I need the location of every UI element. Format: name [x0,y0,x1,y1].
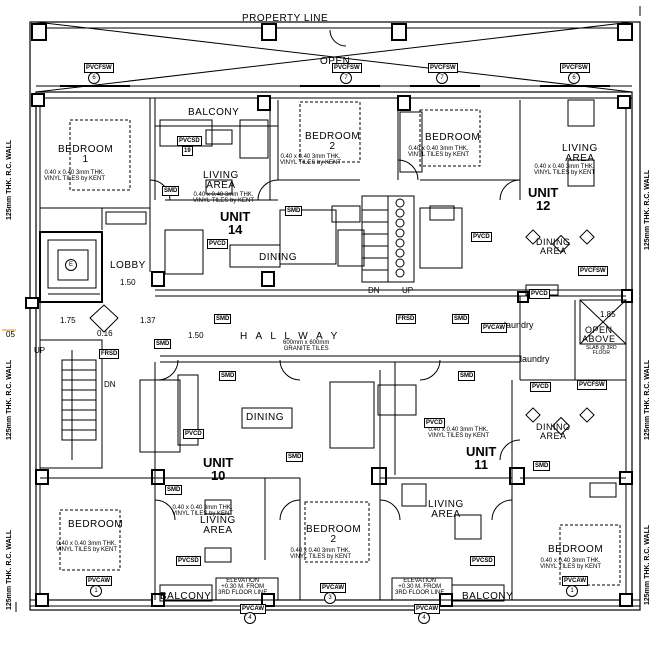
tag-pvcd-17d: PVCD [424,418,445,428]
dim-150-mid: 1.50 [188,331,204,340]
tag-num-4b: 4 [418,612,430,624]
unit-10-label: UNIT 10 [203,455,234,483]
tag-pvcaw-3: PVCAW [320,583,347,593]
tag-pvcd-17a: PVCD [207,239,228,249]
hallway-finish: 600mm x 600mm GRANITE TILES [283,340,330,352]
tag-pvcaw-1a: PVCAW [86,576,113,586]
u12-laundry-label: laundry [504,320,534,330]
balcony-u14-label: BALCONY [188,107,240,118]
u11-bedroom-label: BEDROOM [548,544,604,555]
tag-smd-13c: SMD [219,371,237,381]
u10-living-finish: 0.40 x 0.40 3mm THK. VINYL TILES by KENT [172,505,234,517]
bedroom1-label: BEDROOM 1 [58,144,114,165]
tag-num-4a: 4 [244,612,256,624]
elevation-left-note: ELEVATION +0.30 M. FROM 3RD FLOOR LINE [218,578,268,596]
unit-14-label: UNIT 14 [220,209,251,237]
tag-pvcd-17b: PVCD [471,232,492,242]
hallway-label: H A L L W A Y [240,331,341,342]
u11-bedroom-finish: 0.40 x 0.40 3mm THK. VINYL TILES by KENT [540,558,602,570]
tag-num-1a: 1 [90,585,102,597]
wall-note-left-bottom: 125mm THK. R.C. WALL [6,529,13,610]
elevation-right-note: ELEVATION +0.30 M. FROM 3RD FLOOR LINE [395,578,445,596]
tag-smd-13a: SMD [214,314,232,324]
tag-smd-14f: SMD [533,461,551,471]
tag-pvcd-15b: PVCD [530,382,551,392]
bedroom2-bottom-label: BEDROOM 2 [306,524,362,545]
u14-living-finish: 0.40 x 0.40 3mm THK. VINYL TILES by KENT [193,192,255,204]
tag-pvcfsw-6: PVCFSW [84,63,114,73]
tag-pvcaw-14: PVCAW [481,323,508,333]
stair-up-left: UP [34,346,46,355]
dim-150-left: 1.50 [120,278,136,287]
u10-bedroom-finish: 0.40 x 0.40 3mm THK. VINYL TILES by KENT [56,541,118,553]
dim-185: 1.85 [600,310,616,319]
stair-dn-center: DN [368,286,380,295]
tag-pvcaw-1b: PVCAW [562,576,589,586]
lobby-label: LOBBY [110,260,146,271]
wall-note-left-top: 125mm THK. R.C. WALL [6,139,13,220]
balcony-u11-label: BALCONY [462,591,514,602]
dim-016: 0.16 [97,329,113,338]
tag-smd-14b: SMD [285,206,303,216]
bedroom2-top-label: BEDROOM 2 [305,131,361,152]
u14-finish-note: 0.40 x 0.40 3mm THK. VINYL TILES by KENT [44,170,106,182]
u12-living-label: LIVING AREA [562,143,598,164]
tag-num-3: 3 [324,592,336,604]
tag-pvcd-15a: PVCD [529,289,550,299]
tag-num-1b: 1 [566,585,578,597]
u11-laundry-label: laundry [520,354,550,364]
tag-smd-14d: SMD [286,452,304,462]
u10-dining-label: DINING [246,412,284,423]
tag-pvcd-17c: PVCD [183,429,204,439]
u10-bedroom-label: BEDROOM [68,519,124,530]
tag-pvcfsw-10: PVCFSW [577,380,607,390]
u14-dining-label: DINING [259,252,297,263]
u11-living-label: LIVING AREA [428,499,464,520]
bedroom2-bottom-finish: 0.40 x 0.40 3mm THK. VINYL TILES by KENT [290,548,352,560]
wall-note-right-bottom: 125mm THK. R.C. WALL [644,524,651,605]
tag-pvcfsw-10b: PVCFSW [578,266,608,276]
dim-05: 05 [6,330,15,339]
u12-living-finish: 0.40 x 0.40 3mm THK. VINYL TILES by KENT [534,164,596,176]
tag-smd-13b: SMD [452,314,470,324]
dim-175: 1.75 [60,316,76,325]
tag-num-7b: 7 [436,72,448,84]
property-line-label: PROPERTY LINE [242,13,329,24]
stair-up-center: UP [402,286,414,295]
wall-note-right-mid: 125mm THK. R.C. WALL [644,359,651,440]
tag-smd-13d: SMD [458,371,476,381]
u10-living-label: LIVING AREA [200,515,236,536]
tag-frsd-12: FRSD [396,314,417,324]
balcony-u10-label: BALCONY [160,591,212,602]
tag-pvcsd-20a: PVCSD [176,556,201,566]
u14-living-label: LIVING AREA [203,170,239,191]
tag-pvcsd-19: PVCSD [177,136,202,146]
unit-12-label: UNIT 12 [528,185,559,213]
wall-note-right-top: 125mm THK. R.C. WALL [644,169,651,250]
tag-smd-14a: SMD [162,186,180,196]
open-above-note: SLAB @ 3RD FLOOR [586,345,617,356]
tag-num-7a: 7 [340,72,352,84]
u11-dining-label: DINING AREA [536,422,571,441]
bedroom2-top-finish: 0.40 x 0.40 3mm THK. VINYL TILES by KENT [280,154,342,166]
u12-dining-label: DINING AREA [536,237,571,256]
tag-num-6: 6 [88,72,100,84]
tag-smd-14e: SMD [165,485,183,495]
dim-137: 1.37 [140,316,156,325]
tag-pvcsd-20b: PVCSD [470,556,495,566]
u12-bedroom-label: BEDROOM [425,132,481,143]
tag-frsd-5: FRSD [99,349,120,359]
u11-finish-top: 0.40 x 0.40 3mm THK. VINYL TILES by KENT [428,427,490,439]
tag-smd-14c: SMD [154,339,172,349]
tag-num-6b: 6 [568,72,580,84]
open-top-label: OPEN [320,56,351,67]
u12-bedroom-finish: 0.40 x 0.40 3mm THK. VINYL TILES by KENT [408,146,470,158]
elevator-icon: E [65,259,77,271]
tag-num-19: 19 [182,146,193,156]
wall-note-left-mid: 125mm THK. R.C. WALL [6,359,13,440]
unit-11-label: UNIT 11 [466,444,497,472]
open-above-label: OPEN ABOVE [582,325,616,344]
stair-dn-left: DN [104,380,116,389]
